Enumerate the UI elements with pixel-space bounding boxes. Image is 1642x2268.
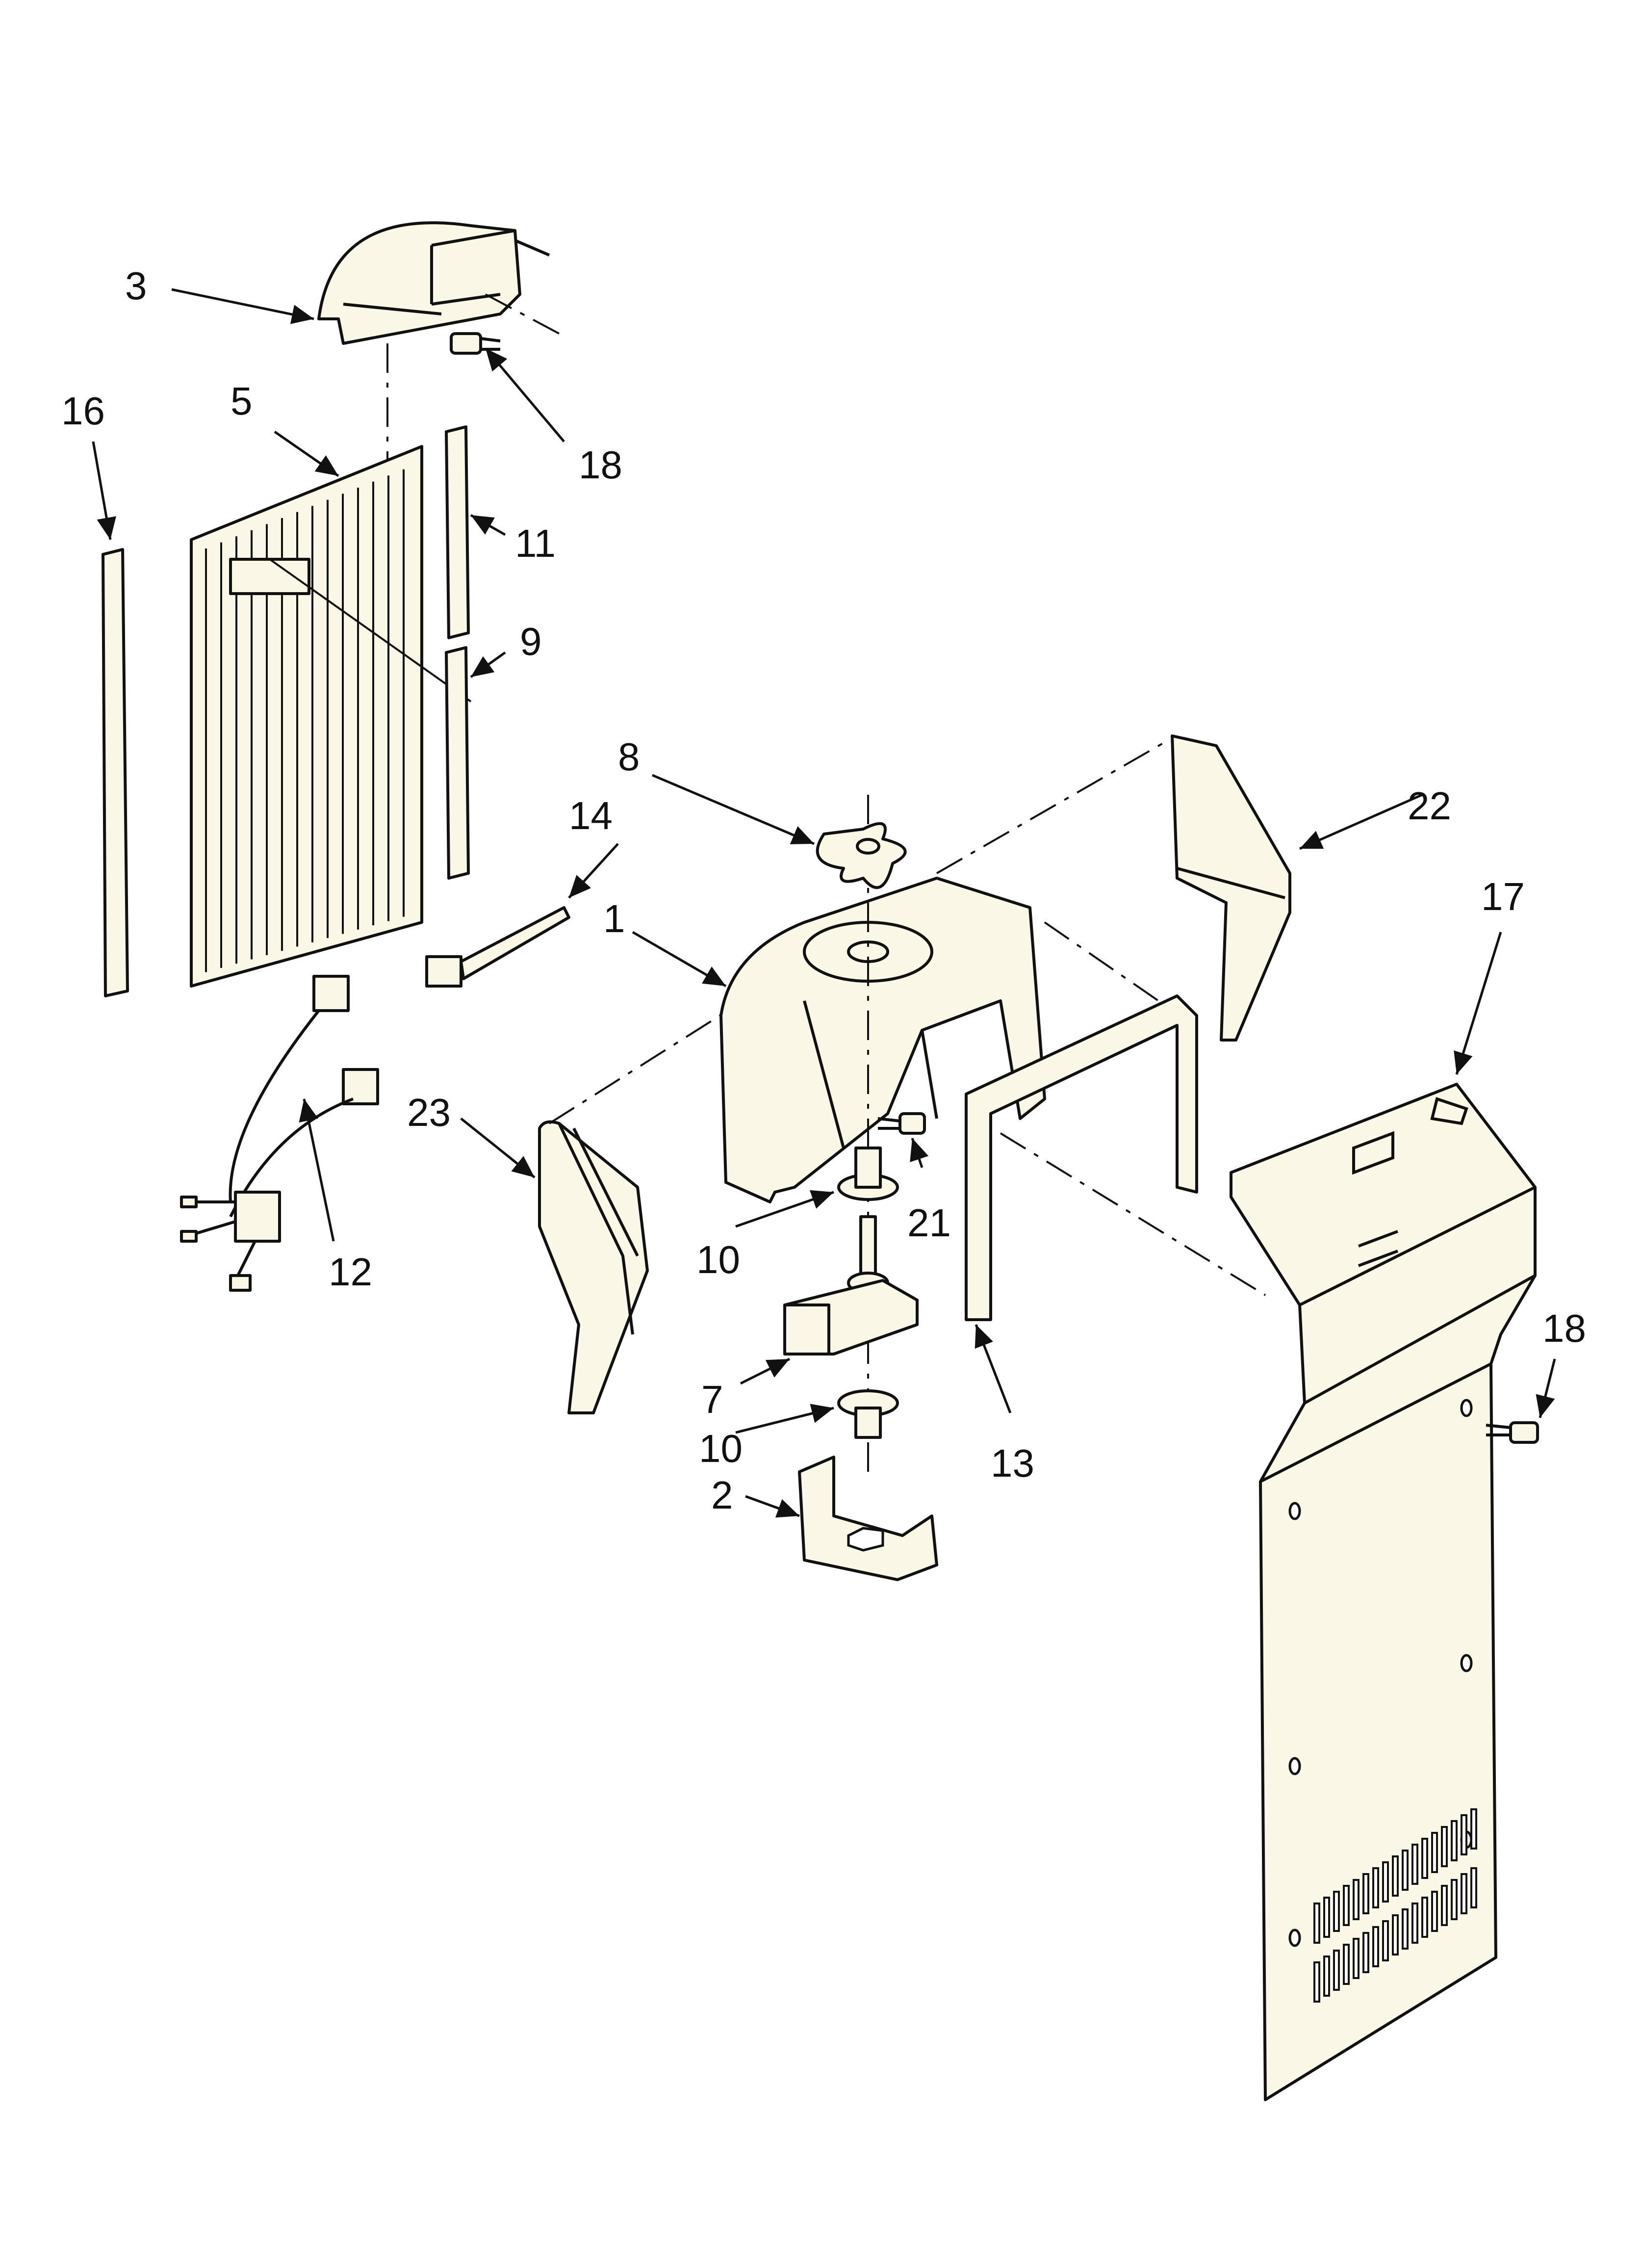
part-2-motor-bracket xyxy=(798,1456,938,1581)
part-11-foam-strip xyxy=(445,425,470,639)
part-9-foam-strip xyxy=(445,646,470,880)
dash-guide-13 xyxy=(1000,1132,1266,1296)
leader-10a xyxy=(735,1190,834,1228)
callout-12: 12 xyxy=(329,1250,372,1294)
part-14-cable-tie xyxy=(425,906,570,988)
part-16-seal-strip xyxy=(102,548,129,997)
callout-17: 17 xyxy=(1481,875,1525,918)
leader-1 xyxy=(632,931,727,988)
callout-7: 7 xyxy=(701,1378,723,1421)
leader-5 xyxy=(274,430,339,477)
leader-18a xyxy=(485,347,565,443)
callout-11: 11 xyxy=(515,521,556,565)
leader-11 xyxy=(470,514,506,536)
part-13-gasket xyxy=(965,994,1198,1321)
leader-17 xyxy=(1454,932,1502,1075)
leader-8 xyxy=(652,774,815,845)
callout-3: 3 xyxy=(125,264,147,308)
part-5-evaporator-cover xyxy=(190,445,472,988)
part-17-rear-panel xyxy=(1230,1083,1537,2101)
callout-18-bottom: 18 xyxy=(1542,1306,1586,1350)
leader-18b xyxy=(1536,1358,1556,1418)
part-22-side-panel xyxy=(1171,734,1291,1042)
part-10-grommet-upper xyxy=(837,1147,899,1201)
leader-7 xyxy=(740,1357,791,1385)
callout-10-upper: 10 xyxy=(696,1238,740,1281)
callout-8: 8 xyxy=(618,735,640,779)
callout-9: 9 xyxy=(520,620,542,663)
part-21-screw xyxy=(877,1112,926,1135)
callout-10-lower: 10 xyxy=(699,1427,743,1470)
leader-12 xyxy=(299,1098,335,1242)
part-18-screw-bottom xyxy=(1486,1421,1539,1444)
part-3-duct-cover xyxy=(317,221,550,345)
leader-10b xyxy=(735,1404,834,1434)
leader-3 xyxy=(171,288,314,324)
callout-14: 14 xyxy=(569,794,613,837)
leader-14 xyxy=(568,843,619,899)
part-23-side-panel xyxy=(538,1120,649,1414)
callout-2: 2 xyxy=(711,1473,733,1517)
leader-13 xyxy=(975,1324,1012,1413)
leader-16 xyxy=(92,441,116,540)
callout-1: 1 xyxy=(603,897,625,940)
callout-23: 23 xyxy=(407,1091,451,1134)
dash-guide-1a xyxy=(936,740,1168,874)
part-18-screw-top xyxy=(450,332,501,355)
callout-18-top: 18 xyxy=(579,443,622,487)
leader-2 xyxy=(745,1495,800,1518)
leader-9 xyxy=(470,651,506,678)
callout-22: 22 xyxy=(1408,784,1451,828)
part-7-fan-motor xyxy=(783,1215,919,1356)
part-10-grommet-lower xyxy=(837,1389,899,1439)
dash-guide-1b xyxy=(1044,921,1188,1021)
leader-21 xyxy=(910,1138,929,1168)
part-8-fan-blade xyxy=(816,822,907,889)
callout-16: 16 xyxy=(61,389,105,433)
callout-5: 5 xyxy=(231,379,253,423)
callout-13: 13 xyxy=(991,1441,1034,1485)
callout-21: 21 xyxy=(907,1201,951,1245)
leader-22 xyxy=(1299,793,1423,850)
leader-23 xyxy=(460,1118,536,1178)
dash-guide-3b xyxy=(485,293,560,335)
part-1-fan-shroud xyxy=(719,877,1046,1203)
part-12-wire-harness xyxy=(180,975,379,1292)
dash-guide-23 xyxy=(548,1005,737,1124)
